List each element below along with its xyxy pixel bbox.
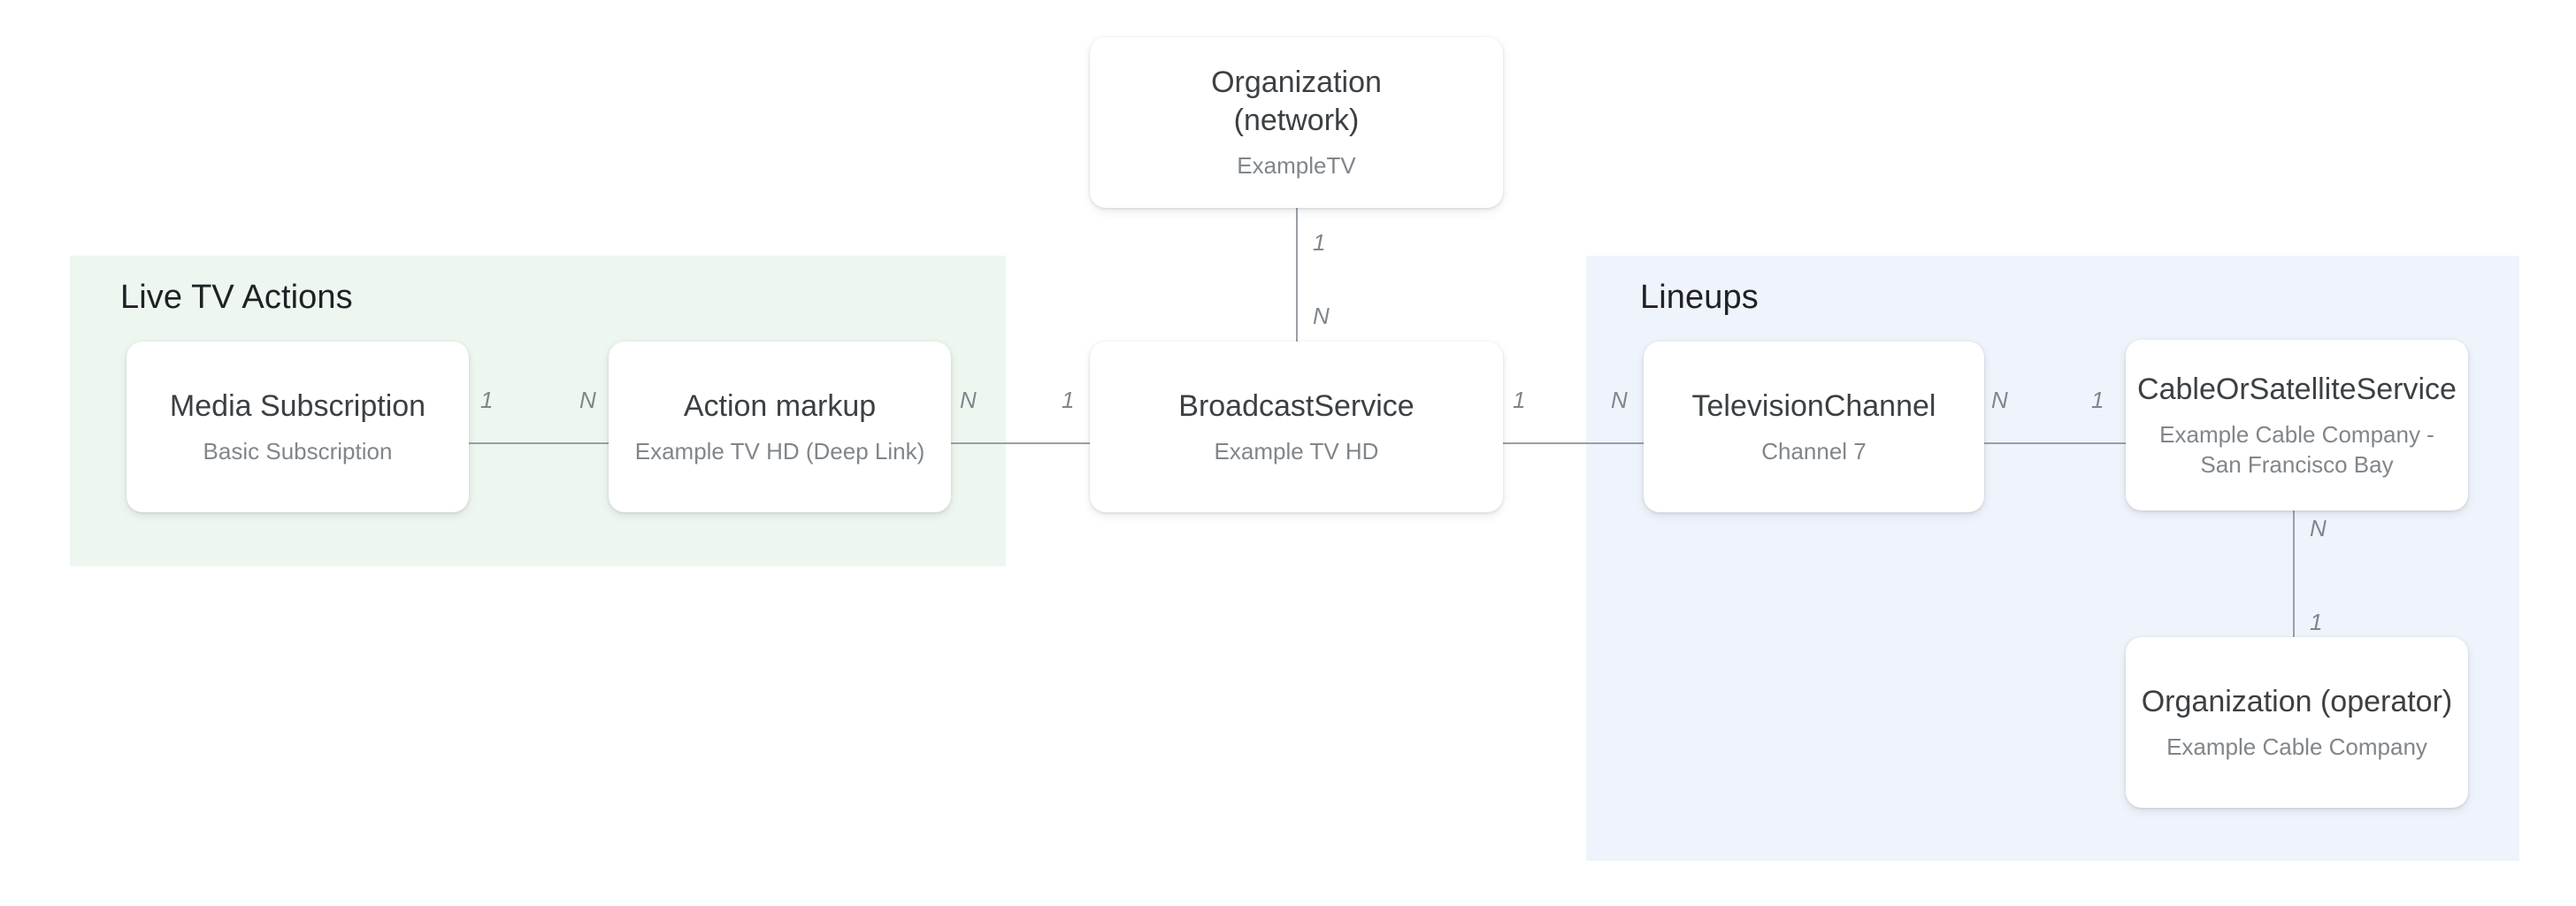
edge-label-cable-or-satellite-service-n: N bbox=[2310, 515, 2327, 541]
edge-television-channel-cable-or-satellite-service bbox=[1977, 442, 2136, 444]
node-title-cable-or-satellite-service: CableOrSatelliteService bbox=[2137, 372, 2457, 406]
node-title-broadcast-service: BroadcastService bbox=[1178, 388, 1414, 423]
edge-label-broadcast-service-1: 1 bbox=[1062, 387, 1075, 413]
node-title-organization-network: Organization (network) bbox=[1211, 64, 1382, 138]
edge-organization-network-broadcast-service bbox=[1296, 206, 1298, 348]
node-card-action-markup[interactable]: Action markup Example TV HD (Deep Link) bbox=[609, 342, 951, 512]
node-title-organization-operator: Organization (operator) bbox=[2141, 684, 2453, 718]
edge-cable-or-satellite-service-organization-operator bbox=[2293, 504, 2295, 646]
edge-label-action-markup-n: N bbox=[579, 387, 596, 413]
node-subtitle-television-channel: Channel 7 bbox=[1761, 437, 1867, 465]
edge-label-media-subscription-1: 1 bbox=[480, 387, 494, 413]
edge-action-markup-broadcast-service bbox=[945, 442, 1100, 444]
node-card-broadcast-service[interactable]: BroadcastService Example TV HD bbox=[1090, 342, 1503, 512]
node-subtitle-cable-or-satellite-service: Example Cable Company - San Francisco Ba… bbox=[2159, 420, 2434, 478]
node-title-action-markup: Action markup bbox=[683, 388, 877, 423]
node-subtitle-organization-operator: Example Cable Company bbox=[2166, 733, 2427, 760]
node-title-media-subscription: Media Subscription bbox=[169, 388, 426, 423]
node-card-cable-or-satellite-service[interactable]: CableOrSatelliteService Example Cable Co… bbox=[2126, 340, 2468, 511]
edge-label-broadcast-service-1b: 1 bbox=[1513, 387, 1526, 413]
node-card-organization-operator[interactable]: Organization (operator) Example Cable Co… bbox=[2126, 637, 2468, 808]
edge-label-television-channel-n2: N bbox=[1991, 387, 2008, 413]
node-subtitle-broadcast-service: Example TV HD bbox=[1214, 437, 1379, 465]
edge-label-organization-operator-1: 1 bbox=[2310, 609, 2323, 635]
edge-label-broadcast-service-n: N bbox=[1313, 303, 1330, 329]
group-title-lineups: Lineups bbox=[1640, 279, 1759, 316]
edge-media-subscription-action-markup bbox=[464, 442, 619, 444]
node-title-line2: (network) bbox=[1233, 103, 1360, 137]
edge-broadcast-service-television-channel bbox=[1498, 442, 1652, 444]
node-card-media-subscription[interactable]: Media Subscription Basic Subscription bbox=[126, 342, 469, 512]
node-title-television-channel: TelevisionChannel bbox=[1691, 388, 1936, 423]
edge-label-organization-network-1: 1 bbox=[1313, 229, 1326, 256]
node-card-television-channel[interactable]: TelevisionChannel Channel 7 bbox=[1644, 342, 1984, 512]
edge-label-cable-or-satellite-service-1: 1 bbox=[2091, 387, 2104, 413]
edge-label-television-channel-n: N bbox=[1611, 387, 1628, 413]
node-title-line1: Organization bbox=[1211, 65, 1382, 100]
node-subtitle-action-markup: Example TV HD (Deep Link) bbox=[634, 437, 925, 465]
node-card-organization-network[interactable]: Organization (network) ExampleTV bbox=[1090, 37, 1503, 208]
node-subtitle-media-subscription: Basic Subscription bbox=[203, 437, 393, 465]
edge-label-action-markup-n2: N bbox=[960, 387, 977, 413]
group-title-live-tv-actions: Live TV Actions bbox=[120, 279, 353, 316]
node-subtitle-organization-network: ExampleTV bbox=[1237, 151, 1356, 179]
